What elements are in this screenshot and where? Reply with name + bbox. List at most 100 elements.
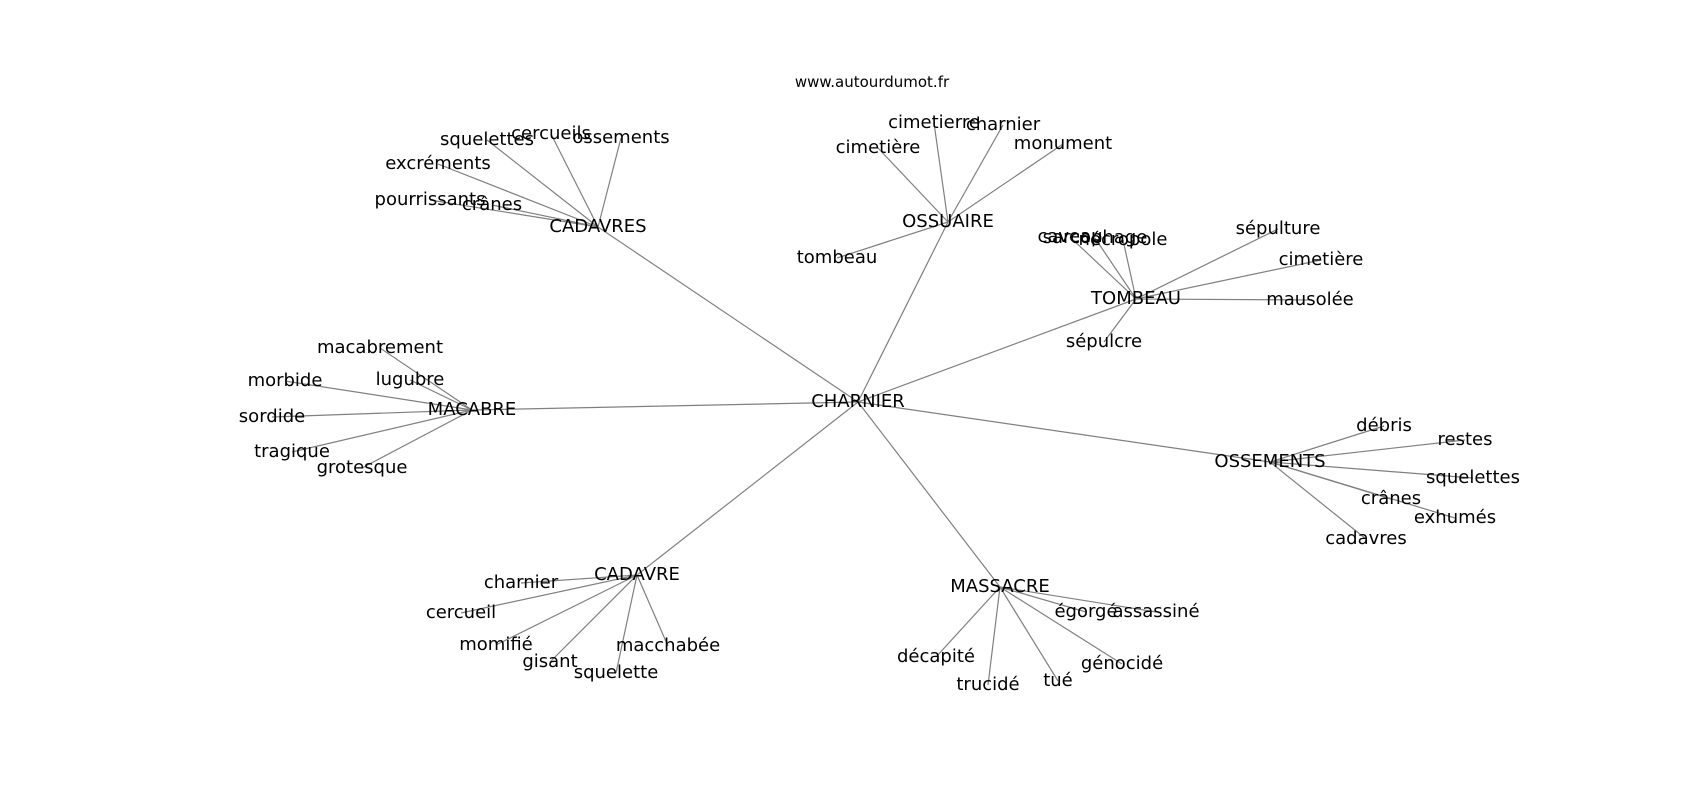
branch-node-label: MACABRE	[428, 399, 517, 420]
branch-edge	[271, 409, 473, 418]
branch-edge	[1269, 439, 1466, 463]
branch-edge	[361, 409, 473, 469]
leaf-node-label: lugubre	[376, 369, 445, 390]
leaf-node-label: crânes	[462, 194, 522, 215]
leaf-node-label: nécropole	[1079, 229, 1168, 250]
leaf-node-label: squelette	[574, 662, 659, 683]
branch-edge	[935, 586, 1001, 658]
branch-edge	[379, 347, 473, 411]
leaf-node-label: tombeau	[797, 247, 878, 268]
branch-edge	[999, 586, 1087, 613]
branch-edge	[1094, 237, 1137, 300]
branch-edge	[495, 574, 638, 646]
branch-edge	[429, 199, 599, 228]
branch-node-label: OSSEMENTS	[1214, 451, 1325, 472]
leaf-node-label: sordide	[239, 406, 305, 427]
leaf-node-label: égorgé	[1054, 601, 1117, 622]
source-website-text: www.autourdumot.fr	[795, 73, 950, 91]
leaf-node-label: cimetière	[836, 137, 921, 158]
branch-edge	[486, 139, 599, 228]
leaf-node-label: restes	[1438, 429, 1493, 450]
root-edge	[857, 298, 1137, 403]
branch-edge	[1135, 228, 1279, 300]
branch-edge	[933, 122, 949, 223]
root-edge	[857, 221, 949, 403]
leaf-node-label: squelettes	[440, 129, 534, 150]
branch-edge	[999, 586, 1123, 665]
leaf-node-label: charnier	[484, 572, 559, 593]
leaf-node-label: macabrement	[317, 337, 443, 358]
branch-edge	[836, 221, 949, 259]
branch-edge	[947, 124, 1004, 223]
branch-edge	[636, 574, 669, 647]
root-edge	[597, 226, 859, 403]
branch-edge	[1069, 236, 1137, 300]
root-edge	[857, 401, 1271, 463]
leaf-node-label: tragique	[254, 441, 330, 462]
branch-node-label: CADAVRE	[594, 564, 680, 585]
leaf-node-label: excréments	[385, 153, 491, 174]
branch-node-label: CADAVRES	[549, 216, 646, 237]
branch-edge	[615, 574, 638, 674]
root-edge	[471, 401, 859, 411]
leaf-node-label: sépulcre	[1066, 331, 1142, 352]
branch-edge	[999, 586, 1059, 682]
leaf-node-label: caveau	[1037, 226, 1102, 247]
root-edge	[857, 401, 1001, 588]
branch-edge	[291, 409, 473, 453]
branch-edge	[409, 379, 473, 411]
leaf-node-label: monument	[1014, 133, 1112, 154]
leaf-node-label: cimetierre	[888, 112, 980, 133]
leaf-node-label: squelettes	[1426, 467, 1520, 488]
branch-edge	[987, 586, 1001, 686]
branch-node-label: TOMBEAU	[1090, 288, 1181, 309]
branch-edge	[1122, 239, 1137, 300]
leaf-node-label: pourrissants	[375, 189, 486, 210]
branch-edge	[947, 143, 1064, 223]
branch-edge	[520, 574, 638, 584]
leaf-node-label: momifié	[459, 634, 533, 655]
branch-edge	[1135, 298, 1311, 301]
leaf-node-label: charnier	[966, 114, 1041, 135]
branch-edge	[999, 586, 1157, 613]
branch-edge	[491, 204, 599, 228]
branch-edge	[1135, 259, 1322, 300]
leaf-node-label: crânes	[1361, 488, 1421, 509]
branch-node-label: OSSUAIRE	[902, 211, 994, 232]
leaf-node-label: grotesque	[317, 457, 408, 478]
leaf-node-label: génocidé	[1081, 653, 1163, 674]
leaf-node-label: cercueils	[511, 123, 591, 144]
leaf-node-label: tué	[1043, 670, 1073, 691]
branch-edge	[1269, 461, 1456, 519]
branch-edge	[1269, 461, 1474, 479]
leaf-node-label: gisant	[522, 651, 577, 672]
branch-edge	[597, 137, 622, 228]
branch-edge	[549, 574, 638, 663]
leaf-node-label: mausolée	[1266, 289, 1354, 310]
leaf-node-label: morbide	[248, 370, 323, 391]
leaf-node-label: ossements	[572, 127, 669, 148]
branch-edge	[1103, 298, 1137, 343]
graph-labels: CHARNIERCADAVRESsquelettescercueilsossem…	[239, 112, 1520, 695]
leaf-node-label: sépulture	[1236, 218, 1321, 239]
leaf-node-label: sarcophage	[1043, 227, 1148, 248]
branch-edge	[1269, 425, 1385, 463]
root-edge	[636, 401, 859, 576]
leaf-node-label: exhumés	[1414, 507, 1496, 528]
leaf-node-label: cadavres	[1325, 528, 1407, 549]
leaf-node-label: macchabée	[616, 635, 720, 656]
leaf-node-label: trucidé	[956, 674, 1019, 695]
leaf-node-label: assassiné	[1112, 601, 1199, 622]
branch-edge	[550, 133, 599, 228]
branch-edge	[877, 147, 949, 223]
branch-edge	[437, 163, 599, 228]
leaf-node-label: cimetière	[1279, 249, 1364, 270]
branch-edge	[460, 574, 638, 614]
branch-edge	[284, 380, 473, 411]
leaf-node-label: cercueil	[426, 602, 496, 623]
leaf-node-label: débris	[1356, 415, 1412, 436]
branch-edge	[1269, 461, 1367, 540]
leaf-node-label: décapité	[897, 646, 975, 667]
graph-edges	[271, 122, 1474, 686]
